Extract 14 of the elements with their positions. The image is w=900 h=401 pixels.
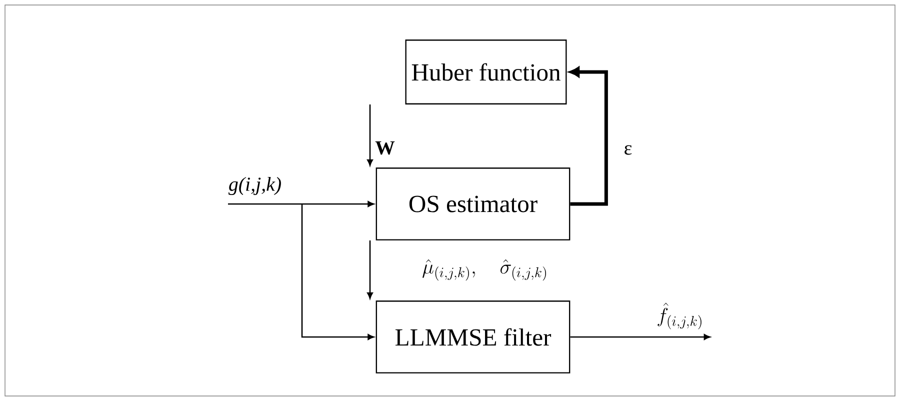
process-box: OS estimator: [376, 168, 570, 240]
edge-label: g(i,j,k): [227, 176, 283, 196]
edge-label: $\hat{\mu}_{(i,j,k)},\quad \hat{\sigma}_{(i,j,k)}$: [420, 258, 550, 282]
edge-label: $\hat{f}_{(i,j,k)}$: [655, 302, 705, 330]
process-box: Huber function: [405, 40, 567, 104]
edge-label: ε: [622, 144, 634, 156]
edge-label: W: [374, 140, 396, 156]
arrow: [367, 240, 373, 299]
arrow: [367, 104, 373, 166]
arrow: [228, 201, 374, 207]
arrow: [570, 66, 608, 206]
arrow: [570, 334, 710, 340]
arrow: [301, 204, 374, 340]
process-box: LLMMSE filter: [376, 300, 570, 374]
